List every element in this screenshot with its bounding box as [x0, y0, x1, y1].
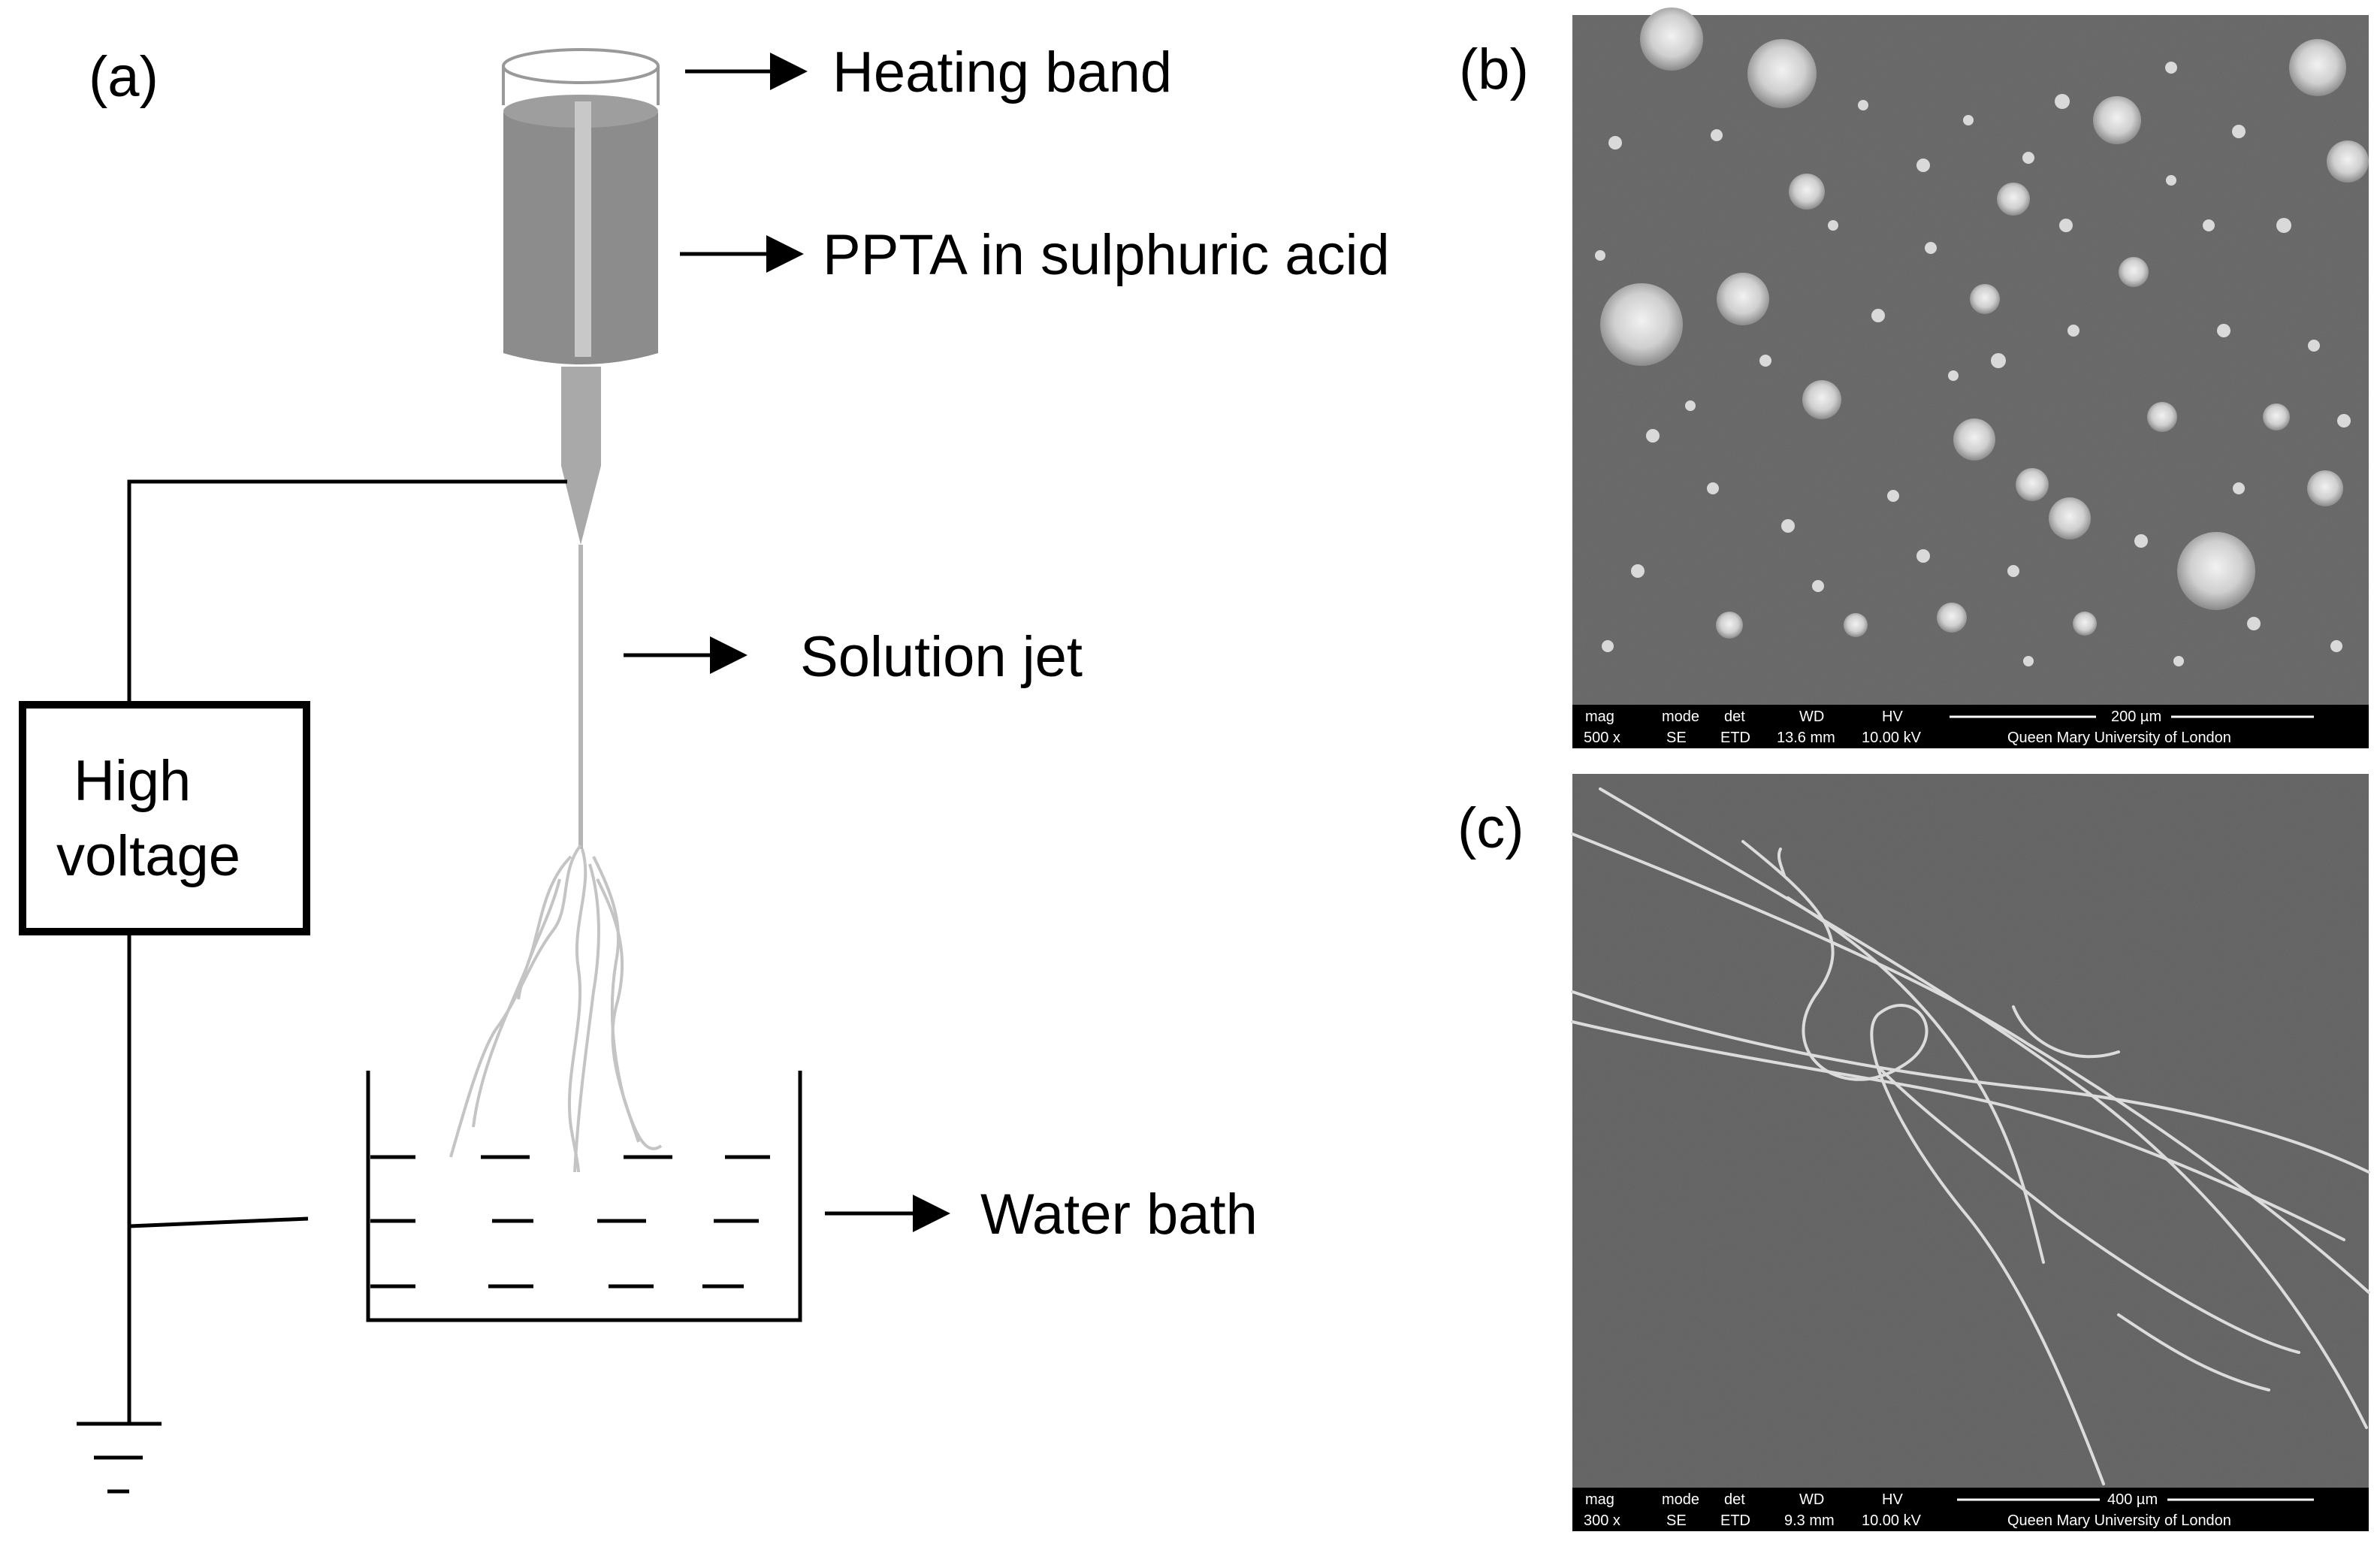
high-voltage-box: [19, 701, 310, 935]
water-bath-label: Water bath: [980, 1183, 1258, 1246]
sem-b-value-mode: SE: [1666, 730, 1687, 746]
sem-b-scale-label: 200 µm: [2111, 709, 2161, 725]
sem-c-value-det: ETD: [1720, 1512, 1750, 1529]
sem-panel-c: (c) mag mode det WD HV 300 x SE ETD 9.3 …: [1457, 774, 2370, 1531]
panel-label-b: (b): [1459, 38, 1529, 101]
sem-c-value-hv: 10.00 kV: [1862, 1512, 1922, 1529]
sem-c-fibers: [1571, 787, 2370, 1485]
sem-b-header-det: det: [1724, 709, 1745, 725]
water-surface-dashes: [370, 1155, 770, 1289]
sem-c-value-mag: 300 x: [1584, 1512, 1620, 1529]
sem-panel-b: (b): [1459, 8, 2369, 748]
syringe: [502, 48, 660, 545]
sem-c-header-hv: HV: [1882, 1491, 1903, 1508]
sem-c-header-wd: WD: [1799, 1491, 1824, 1508]
sem-c-scale-label: 400 µm: [2107, 1491, 2158, 1508]
bath-container: [366, 1071, 802, 1322]
sem-b-particles: [1595, 8, 2369, 666]
circuit-wires: [127, 479, 567, 1424]
sem-b-institution: Queen Mary University of London: [2007, 730, 2231, 746]
sem-b-value-det: ETD: [1720, 730, 1750, 746]
sem-c-databar-content: mag mode det WD HV 300 x SE ETD 9.3 mm 1…: [1584, 1491, 2314, 1529]
sem-b-value-wd: 13.6 mm: [1777, 730, 1835, 746]
sem-c-databar: [1572, 1488, 2369, 1531]
water-bath: [366, 1071, 802, 1322]
sem-c-header-mode: mode: [1662, 1491, 1699, 1508]
sem-b-databar-content: mag mode det WD HV 500 x SE ETD 13.6 mm …: [1584, 709, 2314, 746]
syringe-plunger-rod: [575, 101, 591, 357]
sem-b-value-mag: 500 x: [1584, 730, 1620, 746]
sem-b-header-mode: mode: [1662, 709, 1699, 725]
panel-label-c: (c): [1457, 796, 1524, 860]
sem-b-header-hv: HV: [1882, 709, 1903, 725]
high-voltage-label-line1: High: [74, 749, 191, 813]
panel-label-a: (a): [89, 45, 159, 109]
sem-b-value-hv: 10.00 kV: [1862, 730, 1922, 746]
heating-band-label: Heating band: [832, 41, 1172, 104]
sem-c-header-mag: mag: [1585, 1491, 1614, 1508]
sem-b-header-wd: WD: [1799, 709, 1824, 725]
schematic-panel: (a): [19, 41, 1390, 1494]
high-voltage-label-line2: voltage: [56, 824, 240, 888]
sem-c-value-mode: SE: [1666, 1512, 1687, 1529]
syringe-top-rim: [502, 48, 660, 84]
sem-image-c: [1572, 774, 2369, 1488]
sem-c-value-wd: 9.3 mm: [1784, 1512, 1835, 1529]
sem-c-header-det: det: [1724, 1491, 1745, 1508]
sem-b-databar: [1572, 705, 2369, 748]
jet-label: Solution jet: [800, 625, 1083, 689]
solution-label: PPTA in sulphuric acid: [823, 223, 1390, 287]
sem-c-institution: Queen Mary University of London: [2007, 1512, 2231, 1529]
jet-splay: [449, 844, 663, 1173]
ground-symbol: [77, 1422, 162, 1494]
sem-b-header-mag: mag: [1585, 709, 1614, 725]
spinneret-needle: [561, 367, 601, 545]
